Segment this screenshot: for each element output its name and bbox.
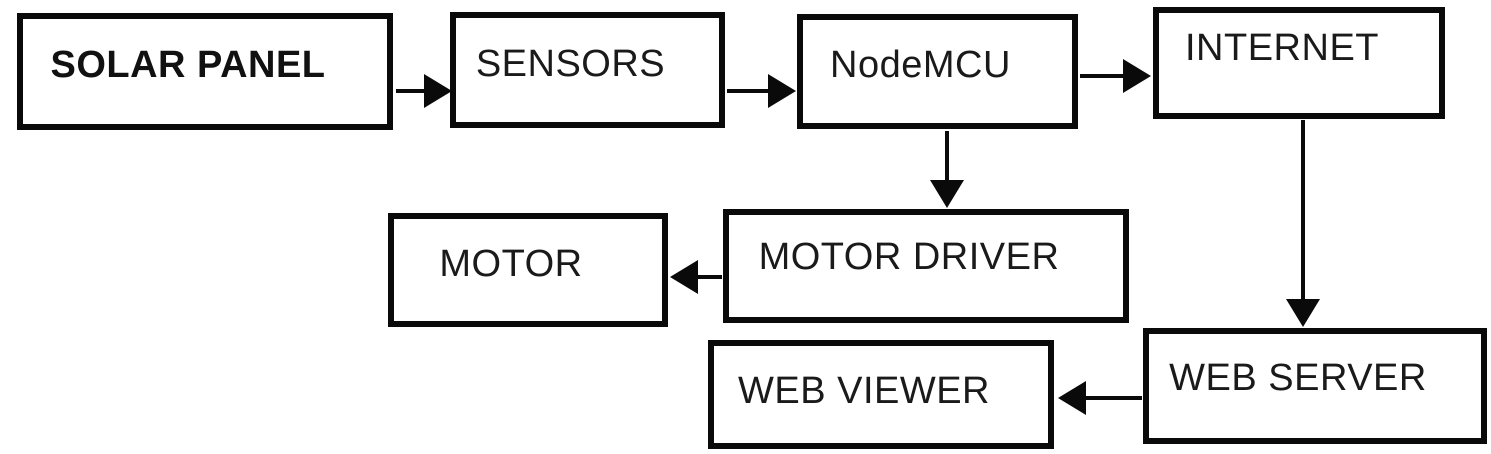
node-internet-label: INTERNET	[1185, 26, 1379, 69]
node-motor-label: MOTOR	[439, 242, 583, 285]
node-nodemcu-label: NodeMCU	[830, 44, 1011, 86]
node-sensors: SENSORS	[450, 12, 725, 128]
arrow-nodemcu-to-motor-driver	[930, 131, 964, 208]
node-web-viewer: WEB VIEWER	[708, 340, 1054, 449]
node-motor-driver: MOTOR DRIVER	[723, 209, 1129, 323]
node-nodemcu: NodeMCU	[797, 14, 1078, 129]
arrow-motor-driver-to-motor	[670, 260, 722, 294]
node-solar-panel-label: SOLAR PANEL	[50, 44, 326, 86]
arrow-sensors-to-nodemcu	[727, 74, 796, 108]
node-solar-panel: SOLAR PANEL	[17, 13, 393, 130]
arrow-nodemcu-to-internet	[1080, 59, 1151, 93]
node-web-viewer-label: WEB VIEWER	[737, 370, 991, 412]
node-motor: MOTOR	[388, 213, 668, 327]
arrow-solar-panel-to-sensors	[396, 74, 452, 108]
node-sensors-label: SENSORS	[475, 42, 666, 85]
node-motor-driver-label: MOTOR DRIVER	[758, 235, 1060, 278]
node-web-server: WEB SERVER	[1143, 328, 1487, 444]
arrow-internet-to-web-server	[1286, 120, 1320, 327]
node-internet: INTERNET	[1153, 7, 1445, 119]
arrow-web-server-to-web-viewer	[1058, 381, 1142, 415]
node-web-server-label: WEB SERVER	[1169, 356, 1427, 399]
